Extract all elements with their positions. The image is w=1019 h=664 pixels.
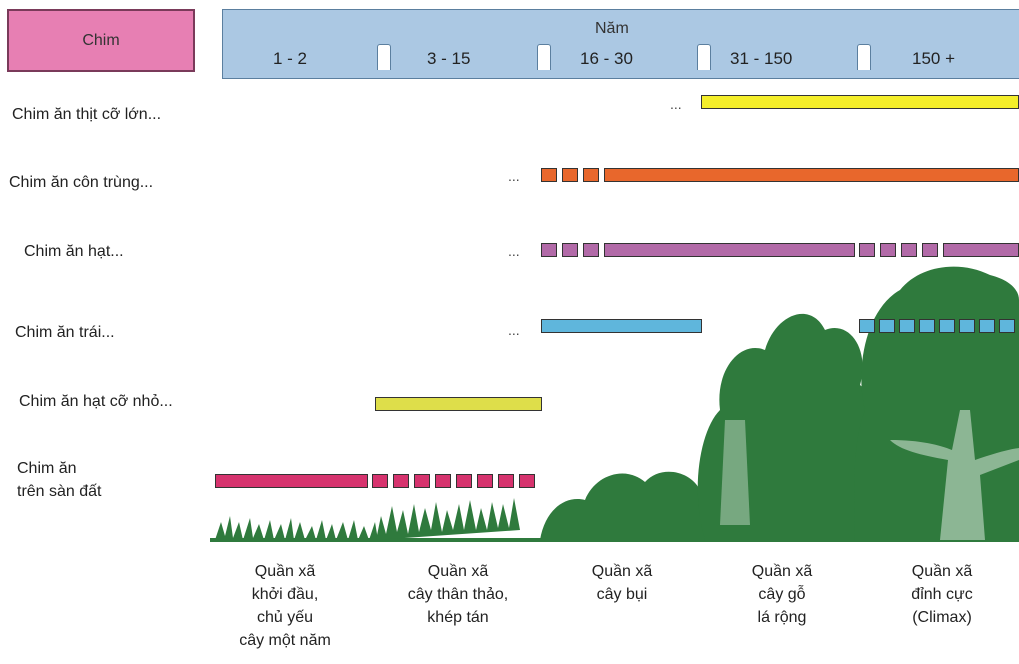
range-bar xyxy=(375,397,542,411)
bird-label: Chim ăn xyxy=(17,460,77,477)
range-segment xyxy=(901,243,917,257)
period-label: 16 - 30 xyxy=(580,49,633,68)
range-segment xyxy=(477,474,493,488)
range-segment xyxy=(859,319,875,333)
community-line: đỉnh cực xyxy=(911,586,973,603)
continuation-dots: ... xyxy=(508,322,520,338)
continuation-dots: ... xyxy=(670,96,682,112)
range-segment xyxy=(859,243,875,257)
community-line: cây gỗ xyxy=(758,586,806,603)
bird-label: Chim ăn hạt... xyxy=(24,243,124,260)
continuation-dots: ... xyxy=(508,243,520,259)
range-segment xyxy=(393,474,409,488)
range-segment xyxy=(959,319,975,333)
bird-label: Chim ăn trái... xyxy=(15,324,115,341)
range-bar xyxy=(604,168,1019,182)
range-segment xyxy=(541,243,557,257)
community-line: cây một năm xyxy=(239,632,331,649)
range-segment xyxy=(999,319,1015,333)
range-segment xyxy=(414,474,430,488)
range-segment xyxy=(562,168,578,182)
range-segment xyxy=(498,474,514,488)
community-line: khép tán xyxy=(427,609,489,626)
year-header xyxy=(222,9,1019,79)
community-line: cây bụi xyxy=(596,586,648,603)
range-bar xyxy=(215,474,368,488)
bird-label: Chim ăn côn trùng... xyxy=(9,174,154,191)
range-segment xyxy=(562,243,578,257)
range-segment xyxy=(583,243,599,257)
community-label: Quần xã cây gỗ lá rộng xyxy=(712,560,852,629)
community-line: lá rộng xyxy=(757,609,807,626)
community-label: Quần xã cây bụi xyxy=(552,560,692,606)
community-line: khởi đầu, xyxy=(251,586,319,603)
range-segment xyxy=(372,474,388,488)
range-segment xyxy=(456,474,472,488)
range-segment xyxy=(939,319,955,333)
range-segment xyxy=(541,168,557,182)
header-divider xyxy=(697,44,711,70)
range-segment xyxy=(519,474,535,488)
range-bar xyxy=(541,319,702,333)
community-label: Quần xã khởi đầu, chủ yếu cây một năm xyxy=(210,560,360,652)
range-segment xyxy=(435,474,451,488)
bird-label: trên sàn đất xyxy=(17,483,102,500)
bird-label: Chim ăn thịt cỡ lớn... xyxy=(12,106,162,123)
corner-label-box: Chim xyxy=(7,9,195,72)
range-bar xyxy=(943,243,1019,257)
range-segment xyxy=(583,168,599,182)
range-bar xyxy=(604,243,855,257)
header-divider xyxy=(857,44,871,70)
community-line: Quần xã xyxy=(427,563,489,580)
period-label: 3 - 15 xyxy=(427,49,471,68)
community-line: Quần xã xyxy=(751,563,813,580)
community-line: Quần xã xyxy=(254,563,316,580)
community-line: Quần xã xyxy=(591,563,653,580)
range-segment xyxy=(919,319,935,333)
community-line: cây thân thảo, xyxy=(407,586,509,603)
range-segment xyxy=(979,319,995,333)
range-segment xyxy=(922,243,938,257)
range-bar xyxy=(701,95,1019,109)
period-label: 31 - 150 xyxy=(730,49,793,68)
community-label: Quần xã cây thân thảo, khép tán xyxy=(378,560,538,629)
corner-label: Chim xyxy=(82,31,120,49)
vegetation-illustration xyxy=(210,266,1019,542)
range-segment xyxy=(879,319,895,333)
community-label: Quần xã đỉnh cực (Climax) xyxy=(872,560,1012,629)
community-line: (Climax) xyxy=(912,609,972,626)
range-segment xyxy=(880,243,896,257)
header-divider xyxy=(377,44,391,70)
header-divider xyxy=(537,44,551,70)
continuation-dots: ... xyxy=(508,168,520,184)
period-label: 1 - 2 xyxy=(273,49,308,68)
year-header-title: Năm xyxy=(595,20,629,37)
community-line: chủ yếu xyxy=(256,609,314,626)
community-line: Quần xã xyxy=(911,563,973,580)
period-label: 150 + xyxy=(912,49,956,68)
bird-label: Chim ăn hạt cỡ nhỏ... xyxy=(19,393,173,410)
range-segment xyxy=(899,319,915,333)
